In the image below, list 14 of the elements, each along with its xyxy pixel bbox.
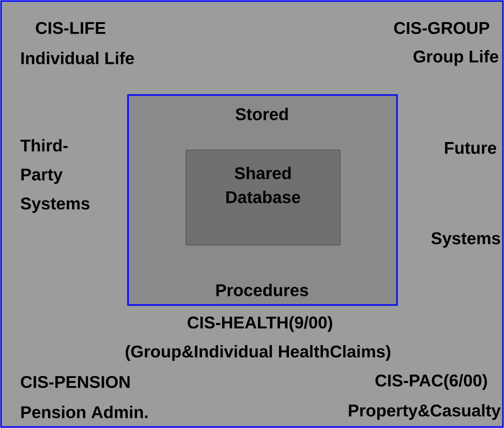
- label-text: CIS-PENSION: [20, 376, 130, 388]
- label-text: Future: [445, 142, 496, 154]
- label-text: CIS-LIFE: [36, 22, 106, 34]
- label-text: Group Life: [414, 50, 498, 66]
- label-text: Individual Life: [21, 52, 134, 64]
- label-text: CIS-PAC(6/00): [375, 374, 487, 390]
- label-text: CIS-HEALTH(9/00): [188, 316, 332, 332]
- label-text: Third-Party Systems: [20, 139, 90, 213]
- database-box: Shared Database: [186, 150, 340, 246]
- label-text: Pension Admin.: [21, 406, 148, 418]
- label-text: (Group&Individual HealthClaims): [126, 345, 390, 361]
- label-text: CIS-GROUP: [394, 22, 490, 34]
- label-text: Property&Casualty: [348, 404, 501, 420]
- label-text: Systems: [431, 232, 500, 248]
